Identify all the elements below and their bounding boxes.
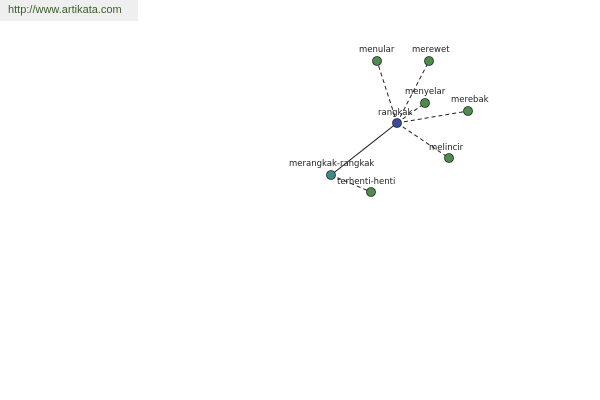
node-label-menyelar[interactable]: menyelar [405, 87, 446, 97]
node-terhenti-henti[interactable] [366, 187, 376, 197]
edges-layer [330, 60, 469, 193]
node-merangkak-rangkak[interactable] [326, 170, 336, 180]
node-label-menular[interactable]: menular [359, 45, 395, 55]
edge-rangkak-menyelar [396, 102, 426, 124]
node-label-terhenti-henti[interactable]: terhenti-henti [337, 177, 395, 187]
edge-merangkak-rangkak-terhenti-henti [330, 174, 372, 193]
edge-rangkak-merewet [396, 60, 430, 124]
node-label-merangkak-rangkak[interactable]: merangkak-rangkak [289, 159, 374, 169]
node-merewet[interactable] [424, 56, 434, 66]
node-rangkak[interactable] [392, 118, 402, 128]
site-url-link[interactable]: http://www.artikata.com [8, 4, 122, 16]
node-label-rangkak[interactable]: rangkak [378, 108, 412, 118]
edge-rangkak-melincir [396, 122, 450, 159]
node-menyelar[interactable] [420, 98, 430, 108]
node-label-merewet[interactable]: merewet [412, 45, 450, 55]
node-merebak[interactable] [463, 106, 473, 116]
nodes-layer [326, 56, 473, 197]
node-menular[interactable] [372, 56, 382, 66]
node-label-merebak[interactable]: merebak [451, 95, 489, 105]
labels-layer: rangkak menular merewet menyelar merebak meli… [289, 45, 489, 187]
node-melincir[interactable] [444, 153, 454, 163]
edge-rangkak-menular [376, 60, 398, 124]
url-bar: http://www.artikata.com [0, 0, 138, 21]
node-label-melincir[interactable]: melincir [429, 143, 464, 153]
edge-rangkak-merebak [396, 110, 469, 124]
edge-rangkak-merangkak-rangkak [330, 122, 398, 176]
